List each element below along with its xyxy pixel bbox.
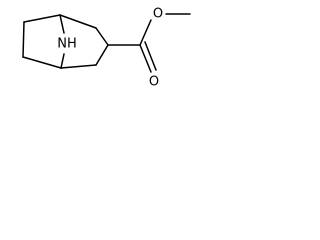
bond-ring-ch2-top-to-ring-ch — [95, 27, 109, 46]
bond-upper-left-to-lower-left — [22, 21, 25, 58]
bond-carbonyl-carbon-to-ester-oxygen — [139, 19, 152, 46]
bond-nitrogen-to-bridgehead-bottom — [60, 53, 65, 69]
bond-bridgehead-top-to-upper-left — [23, 14, 61, 23]
bond-lower-left-to-bridgehead-bottom — [22, 56, 62, 69]
bond-bridgehead-top-to-ring-ch2-top — [59, 14, 97, 29]
carbonyl-oxygen-atom-label: O — [149, 75, 159, 90]
chemical-structure-diagram: NH O O — [22, 7, 191, 90]
bond-carbonyl-c-o-double-b — [144, 41, 157, 71]
nitrogen-atom-label: NH — [57, 37, 77, 52]
bond-carbonyl-c-o-double-a — [139, 44, 152, 73]
ester-oxygen-atom-label: O — [153, 7, 163, 22]
bond-bridgehead-top-to-nitrogen — [59, 14, 65, 34]
bond-ring-ch2-bottom-to-bridgehead-bottom — [60, 64, 97, 69]
bond-ring-ch-to-ring-ch2-bottom — [95, 44, 109, 66]
